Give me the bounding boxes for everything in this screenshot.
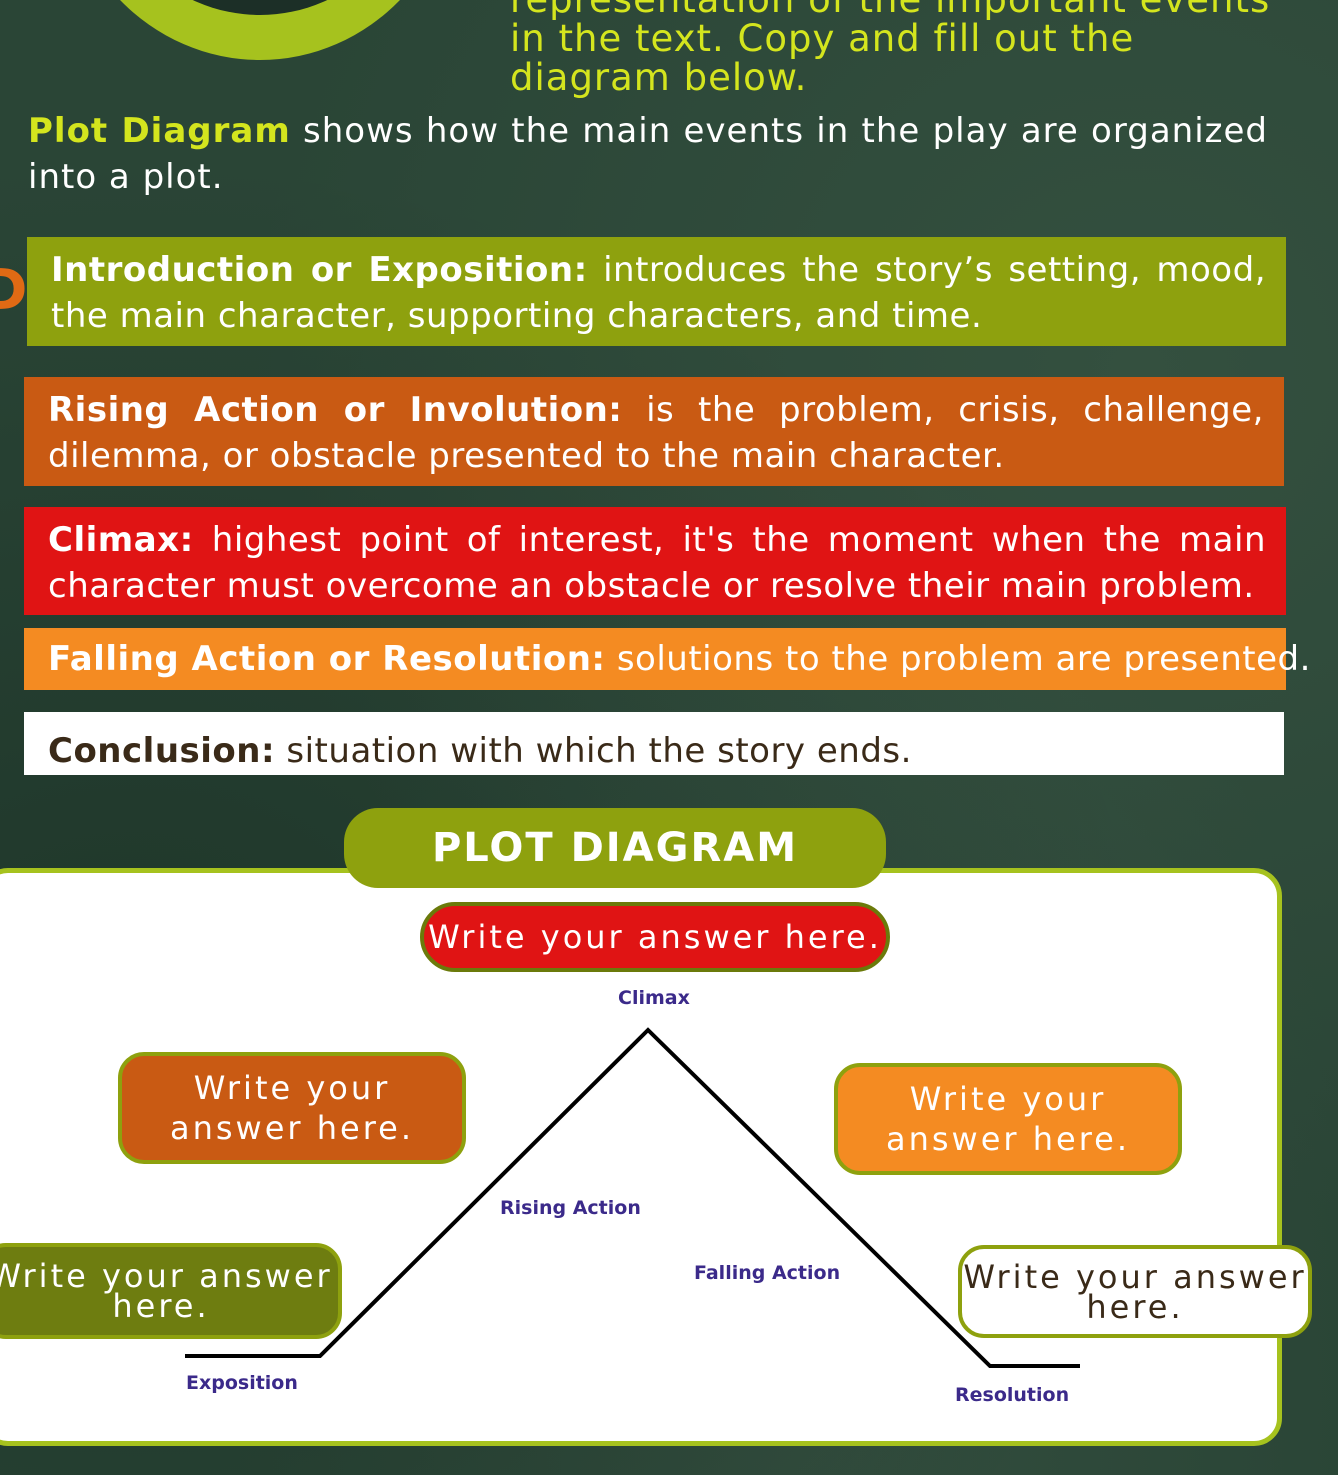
rising-action-answer-box[interactable]: Write your answer here. <box>118 1052 466 1164</box>
instruction-text: representation of the important events i… <box>510 0 1269 99</box>
definition-rising-action: Rising Action or Involution: is the prob… <box>24 377 1284 486</box>
intro-text: shows how the main events in the play ar… <box>28 111 1268 197</box>
resolution-label: Resolution <box>955 1384 1069 1406</box>
rising-action-label: Rising Action <box>500 1197 641 1219</box>
exposition-answer-box[interactable]: Write your answer here. <box>0 1243 342 1339</box>
plot-line <box>185 1027 1080 1368</box>
climax-answer-box[interactable]: Write your answer here. <box>420 902 890 972</box>
climax-label: Climax <box>618 987 690 1009</box>
definition-exposition: Introduction or Exposition: introduces t… <box>27 237 1286 346</box>
falling-action-answer-box[interactable]: Write your answer here. <box>834 1063 1182 1175</box>
resolution-answer-box[interactable]: Write your answer here. <box>958 1245 1312 1338</box>
definition-falling-action: Falling Action or Resolution: solutions … <box>24 628 1310 690</box>
definition-conclusion: Conclusion: situation with which the sto… <box>24 712 1284 775</box>
falling-action-label: Falling Action <box>694 1262 840 1284</box>
intro-paragraph: Plot Diagram shows how the main events i… <box>28 108 1268 200</box>
intro-term: Plot Diagram <box>28 111 291 151</box>
plot-diagram-title: PLOT DIAGRAM <box>344 808 886 888</box>
definition-climax: Climax: highest point of interest, it's … <box>24 507 1286 615</box>
exposition-label: Exposition <box>186 1372 298 1394</box>
side-letter: ᑐ <box>0 258 28 323</box>
